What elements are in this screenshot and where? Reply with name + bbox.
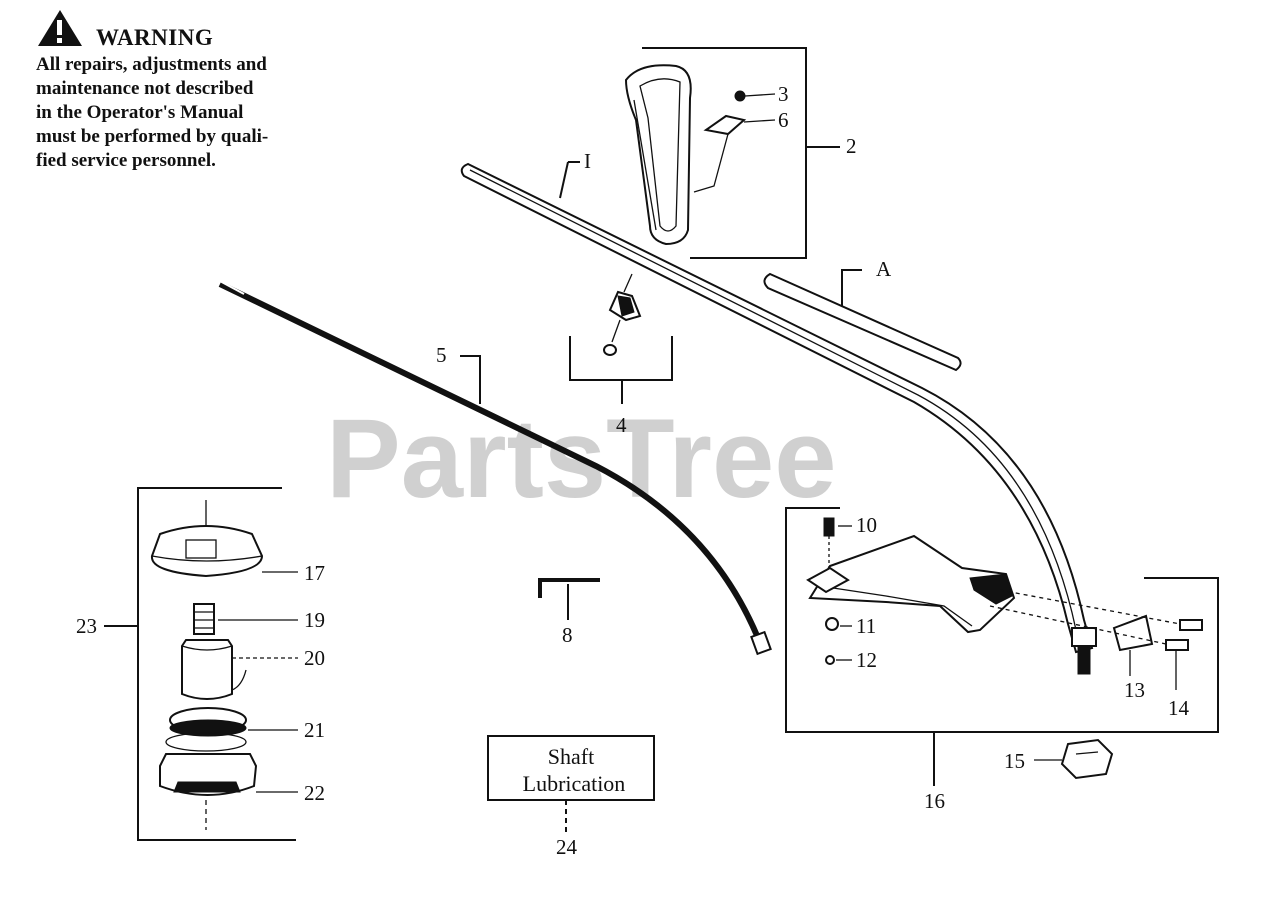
spring-19 bbox=[193, 603, 215, 635]
hex-wrench-shape bbox=[538, 578, 600, 598]
callout-8: 8 bbox=[562, 623, 573, 647]
trimmer-head-bracket bbox=[137, 487, 296, 841]
shaft-lubrication: Shaft Lubrication 24 bbox=[487, 735, 655, 859]
shaft-coupling bbox=[1071, 627, 1097, 647]
handle-assembly: 3 6 2 bbox=[624, 47, 857, 259]
screw-14a bbox=[1179, 619, 1203, 631]
deflector-assembly-box bbox=[785, 507, 1219, 733]
warning-title: WARNING bbox=[96, 25, 213, 50]
flex-cable: 5 bbox=[217, 279, 772, 656]
warning-line-4: must be performed by quali- bbox=[36, 126, 268, 147]
liner-tube bbox=[763, 272, 962, 372]
warning-block: WARNING All repairs, adjustments and mai… bbox=[36, 10, 268, 171]
screw-3 bbox=[734, 90, 746, 102]
callout-11: 11 bbox=[856, 614, 876, 638]
deflector-assembly: 10 11 12 13 14 16 bbox=[785, 507, 1219, 813]
liner-a: A bbox=[763, 257, 962, 372]
shaft-lubrication-line-2: Lubrication bbox=[523, 771, 626, 796]
warning-line-5: fied service personnel. bbox=[36, 150, 216, 171]
hanger-bracket-assembly: 4 bbox=[569, 273, 673, 437]
hex-wrench: 8 bbox=[538, 578, 600, 647]
callout-17: 17 bbox=[304, 561, 325, 585]
hex-nut bbox=[1060, 738, 1114, 780]
callout-23: 23 bbox=[76, 614, 97, 638]
nut-12 bbox=[825, 655, 835, 665]
deflector-shield bbox=[808, 534, 1016, 634]
callout-15: 15 bbox=[1004, 749, 1025, 773]
callout-6: 6 bbox=[778, 108, 789, 132]
shaft-lubrication-line-1: Shaft bbox=[548, 744, 594, 769]
trimmer-head-assembly: 23 17 19 20 21 22 bbox=[76, 487, 325, 841]
callout-5: 5 bbox=[436, 343, 447, 367]
hanger-screw bbox=[603, 344, 617, 356]
callout-A: A bbox=[876, 257, 892, 281]
callout-16: 16 bbox=[924, 789, 945, 813]
warning-triangle-icon bbox=[38, 10, 82, 46]
callout-3: 3 bbox=[778, 82, 789, 106]
callout-19: 19 bbox=[304, 608, 325, 632]
upper-shaft-tube bbox=[460, 162, 1094, 654]
clip-6 bbox=[703, 114, 747, 136]
callout-4: 4 bbox=[616, 413, 627, 437]
flex-cable-line bbox=[218, 281, 765, 650]
callout-14: 14 bbox=[1168, 696, 1190, 720]
hanger-bracket-box bbox=[569, 336, 673, 381]
warning-line-3: in the Operator's Manual bbox=[36, 102, 243, 123]
handle-grip bbox=[624, 64, 692, 246]
callout-20: 20 bbox=[304, 646, 325, 670]
callout-21: 21 bbox=[304, 718, 325, 742]
bump-knob-17 bbox=[150, 525, 264, 578]
screw-14b bbox=[1165, 639, 1189, 651]
callout-22: 22 bbox=[304, 781, 325, 805]
callout-10: 10 bbox=[856, 513, 877, 537]
handle-assembly-bracket bbox=[642, 47, 807, 259]
shaft-lubrication-box bbox=[487, 735, 655, 801]
callout-13: 13 bbox=[1124, 678, 1145, 702]
warning-line-1: All repairs, adjustments and bbox=[36, 54, 267, 75]
callout-12: 12 bbox=[856, 648, 877, 672]
upper-shaft: I bbox=[460, 149, 1097, 675]
washer-11 bbox=[825, 617, 839, 631]
callout-24: 24 bbox=[556, 835, 578, 859]
callout-I: I bbox=[584, 149, 591, 173]
warning-line-2: maintenance not described bbox=[36, 78, 254, 99]
clamp-13 bbox=[1112, 614, 1154, 652]
spool-20 bbox=[181, 639, 233, 700]
nut-15: 15 bbox=[1004, 738, 1114, 780]
callout-2: 2 bbox=[846, 134, 857, 158]
